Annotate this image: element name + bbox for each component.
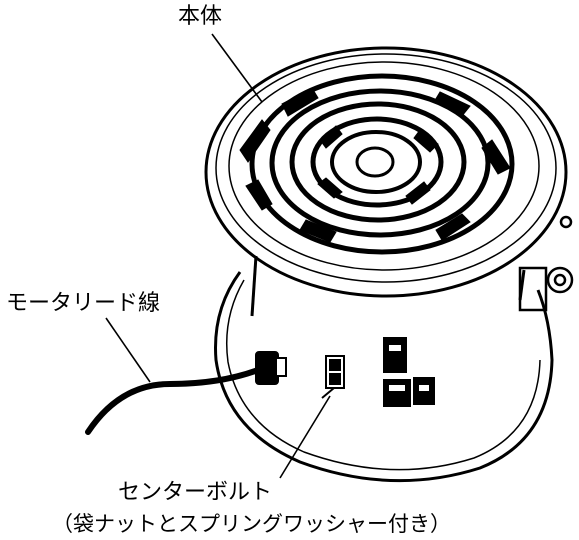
- center-bolt: [321, 355, 345, 399]
- base-housing: [214, 255, 554, 483]
- leader-center-bolt: [279, 395, 331, 479]
- center-bolt-label: センターボルト: [118, 480, 273, 505]
- motor-lead-label: モータリード線: [6, 291, 161, 316]
- body-label: 本体: [178, 4, 223, 29]
- mounting-tab: [518, 215, 574, 312]
- leader-body: [211, 33, 263, 103]
- body-top-disc: [204, 46, 568, 298]
- motor-lead-wire: [85, 351, 287, 435]
- leader-motor-lead: [105, 317, 151, 383]
- data-plates: [383, 337, 435, 407]
- center-bolt-note-label: （袋ナットとスプリングワッシャー付き）: [52, 512, 451, 536]
- leader-lines: [105, 33, 331, 479]
